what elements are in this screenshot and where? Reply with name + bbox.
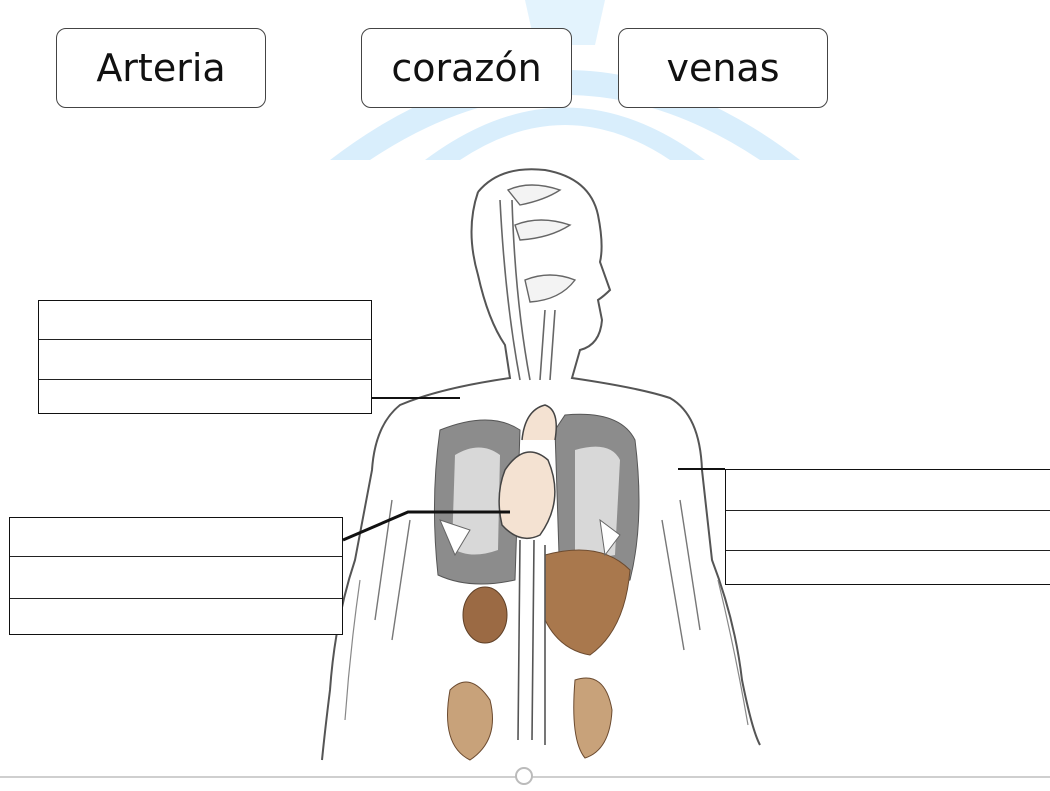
writing-line <box>726 510 1050 511</box>
kidney <box>463 587 507 643</box>
writing-line <box>10 556 342 557</box>
intestine-left <box>448 682 493 760</box>
liver <box>545 550 630 655</box>
answer-box-3[interactable] <box>725 469 1050 585</box>
circle-handle-icon[interactable] <box>515 767 533 785</box>
answer-box-1[interactable] <box>38 300 372 414</box>
answer-input-1[interactable] <box>43 304 367 338</box>
writing-line <box>10 598 342 599</box>
writing-line <box>39 379 371 380</box>
answer-input-2[interactable] <box>14 521 338 555</box>
writing-line <box>726 550 1050 551</box>
writing-line <box>39 339 371 340</box>
intestine-right <box>574 678 612 758</box>
answer-box-2[interactable] <box>9 517 343 635</box>
answer-input-3[interactable] <box>730 474 1050 508</box>
